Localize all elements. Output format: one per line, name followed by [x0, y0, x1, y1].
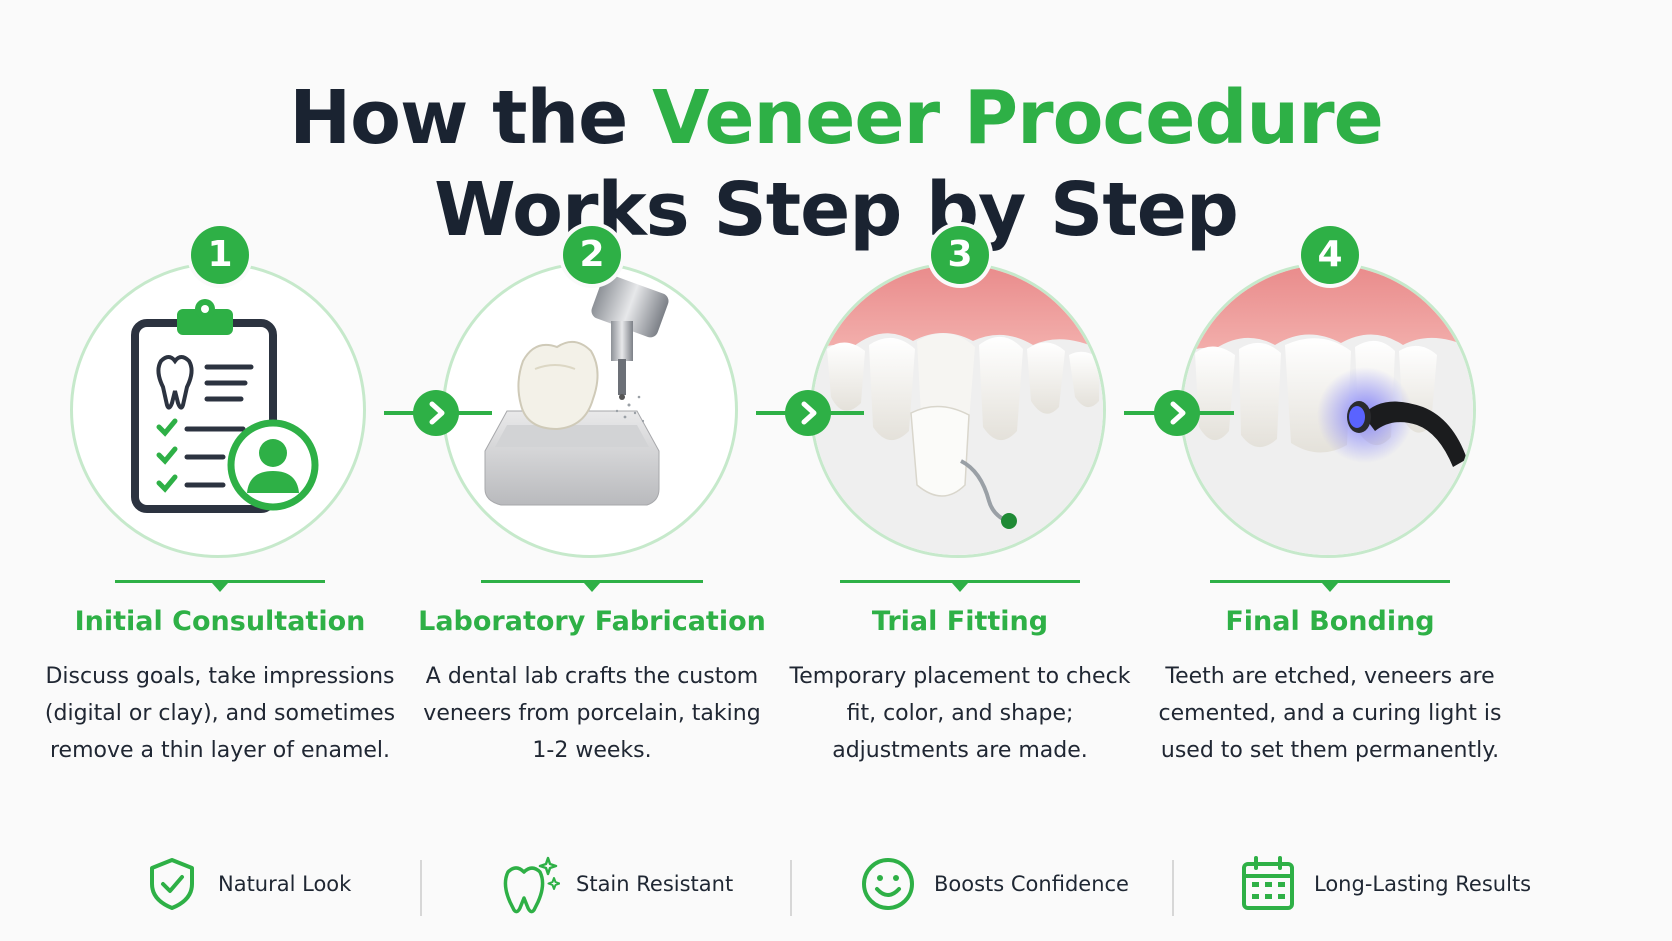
chevron-right-icon	[413, 390, 459, 436]
benefit-long-lasting: Long-Lasting Results	[1238, 852, 1531, 916]
smiley-face-icon	[862, 858, 914, 910]
step-divider	[840, 580, 1080, 592]
step-title: Initial Consultation	[74, 606, 366, 637]
step-illustration	[810, 262, 1106, 558]
title-line-1: How the Veneer Procedure	[0, 72, 1672, 164]
step-number-badge: 4	[1301, 226, 1359, 284]
step-number-badge: 1	[191, 226, 249, 284]
benefit-divider	[420, 860, 422, 916]
calendar-icon	[1242, 856, 1294, 910]
title-plain: How the	[289, 74, 653, 161]
benefit-label: Boosts Confidence	[934, 872, 1129, 896]
step-title: Final Bonding	[1225, 606, 1435, 637]
title-accent: Veneer Procedure	[652, 74, 1384, 161]
benefit-label: Stain Resistant	[576, 872, 734, 896]
clipboard-tooth-icon	[131, 299, 319, 513]
benefit-divider	[790, 860, 792, 916]
step-illustration	[70, 262, 366, 558]
chevron-right-icon	[1154, 390, 1200, 436]
trial-fit-teeth-icon	[813, 265, 1103, 555]
step-number-badge: 2	[563, 226, 621, 284]
benefit-divider	[1172, 860, 1174, 916]
benefit-boosts-confidence: Boosts Confidence	[858, 852, 1129, 916]
step-illustration	[1180, 262, 1476, 558]
title-line-2: Works Step by Step	[434, 166, 1239, 253]
step-divider	[115, 580, 325, 592]
benefit-label: Natural Look	[218, 872, 352, 896]
benefit-stain-resistant: Stain Resistant	[500, 852, 733, 916]
sparkle-tooth-icon	[503, 856, 560, 914]
step-description: Discuss goals, take impressions (digital…	[44, 664, 396, 763]
step-description: Teeth are etched, veneers are cemented, …	[1158, 664, 1502, 763]
step-description: A dental lab crafts the custom veneers f…	[423, 664, 761, 763]
shield-check-icon	[150, 858, 194, 910]
step-divider	[1210, 580, 1450, 592]
step-description: Temporary placement to check fit, color,…	[789, 664, 1131, 763]
step-title: Trial Fitting	[871, 606, 1049, 637]
step-title: Laboratory Fabrication	[418, 606, 766, 637]
chevron-right-icon	[785, 390, 831, 436]
benefit-label: Long-Lasting Results	[1314, 872, 1532, 896]
step-number-badge: 3	[931, 226, 989, 284]
milling-machine-veneer-icon	[484, 274, 669, 506]
benefit-natural-look: Natural Look	[142, 852, 351, 916]
step-divider	[481, 580, 703, 592]
page-title: How the Veneer Procedure Works Step by S…	[0, 72, 1672, 256]
step-illustration	[442, 262, 738, 558]
curing-light-teeth-icon	[1183, 265, 1473, 555]
